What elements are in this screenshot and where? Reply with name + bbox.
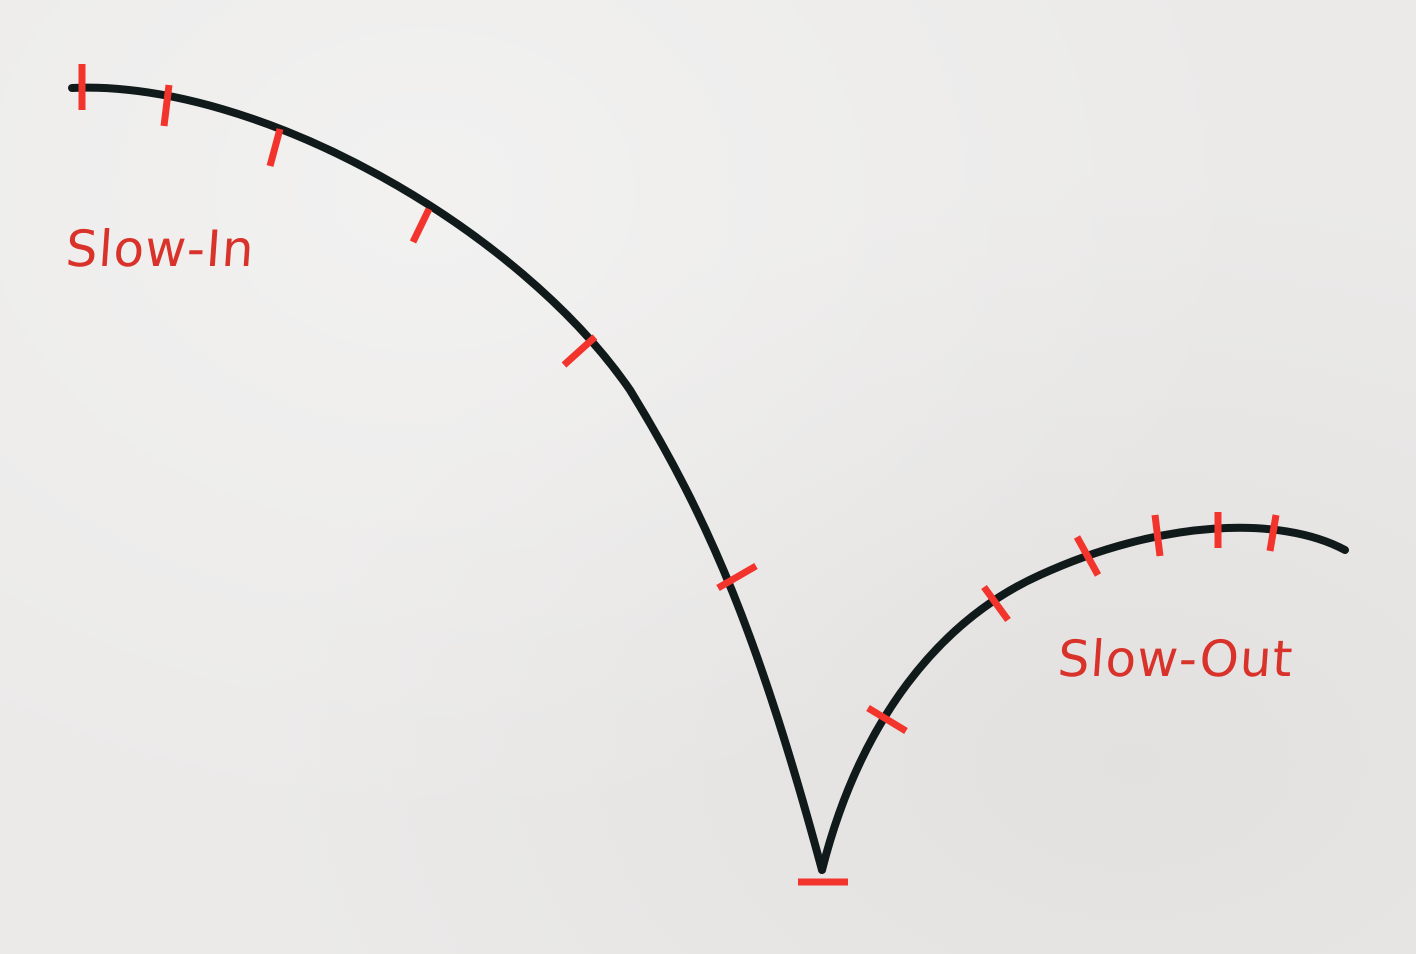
spacing-tick (266, 128, 284, 167)
spacing-tick (716, 562, 758, 592)
spacing-tick (866, 705, 908, 734)
spacing-tick (160, 84, 173, 127)
spacing-tick (1266, 514, 1280, 552)
spacing-tick (1073, 535, 1102, 577)
spacing-tick (1151, 514, 1164, 557)
falling-arc-path (68, 83, 826, 874)
spacing-tick (409, 207, 433, 244)
slow-out-label: Slow-Out (1055, 630, 1296, 688)
spacing-tick (561, 334, 598, 368)
spacing-tick (981, 584, 1011, 623)
rising-arc-path (818, 523, 1349, 874)
slow-in-label: Slow-In (63, 220, 257, 278)
